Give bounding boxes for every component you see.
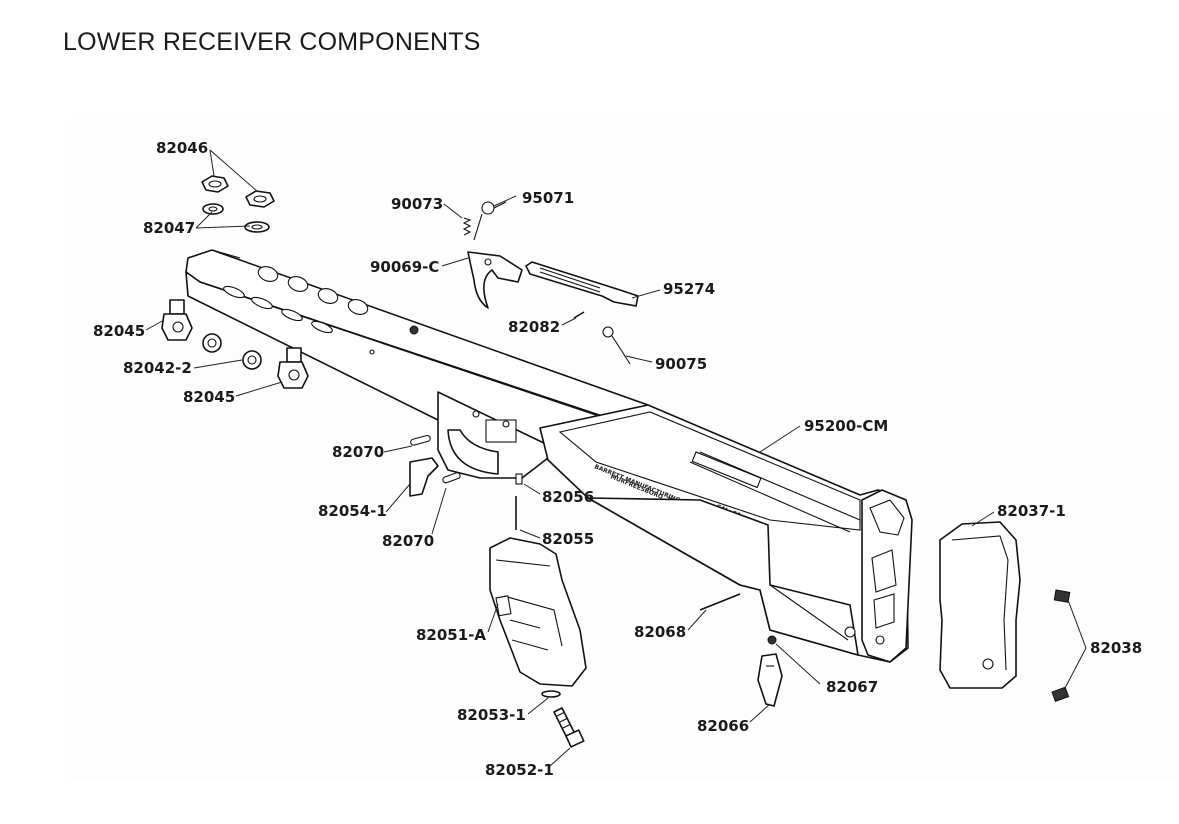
- label-82054-1: 82054-1: [318, 502, 387, 520]
- label-82066: 82066: [697, 717, 749, 735]
- trigger-bar-95274: [525, 261, 639, 307]
- label-82052-1: 82052-1: [485, 761, 554, 779]
- label-82046: 82046: [156, 139, 208, 157]
- spring-82067: [767, 635, 777, 645]
- spring-95071: [473, 201, 507, 241]
- pin-82082: [573, 311, 585, 319]
- label-82045-top: 82045: [93, 322, 145, 340]
- grip-82051-a: [489, 537, 587, 687]
- trigger-90069-c: [467, 251, 523, 309]
- nut-82046: [201, 175, 275, 208]
- label-95274: 95274: [663, 280, 715, 298]
- screw-82038: [1051, 589, 1071, 703]
- receiver-95200-cm: BARRETT MANUFACTURING, INC. MURFREESBORO…: [185, 249, 913, 663]
- label-82051-a: 82051-A: [416, 626, 486, 644]
- pin-82070: [410, 434, 461, 484]
- label-90073: 90073: [391, 195, 443, 213]
- label-82038: 82038: [1090, 639, 1142, 657]
- spring-90075: [602, 326, 631, 365]
- label-82068: 82068: [634, 623, 686, 641]
- leader-lines: [145, 149, 1087, 767]
- pin-82068: [699, 593, 741, 611]
- screw-82052-1: [553, 707, 585, 748]
- label-82047: 82047: [143, 219, 195, 237]
- recoil-pad-82037-1: [939, 521, 1021, 689]
- label-90069-c: 90069-C: [370, 258, 439, 276]
- washer-82053-1: [541, 690, 561, 698]
- latch-82066: [757, 653, 783, 707]
- label-82070-bottom: 82070: [382, 532, 434, 550]
- label-82053-1: 82053-1: [457, 706, 526, 724]
- page-title: LOWER RECEIVER COMPONENTS: [63, 28, 481, 56]
- label-95200-cm: 95200-CM: [804, 417, 888, 435]
- label-82055: 82055: [542, 530, 594, 548]
- label-95071: 95071: [522, 189, 574, 207]
- safety-82054-1: [409, 457, 439, 497]
- spring-90073: [462, 217, 472, 236]
- washer-82047: [202, 203, 270, 233]
- plunger-82056: [515, 473, 523, 485]
- label-82070-top: 82070: [332, 443, 384, 461]
- label-82056: 82056: [542, 488, 594, 506]
- label-82082: 82082: [508, 318, 560, 336]
- label-82045-bottom: 82045: [183, 388, 235, 406]
- swivel-82045: [161, 299, 309, 389]
- label-82037-1: 82037-1: [997, 502, 1066, 520]
- label-82067: 82067: [826, 678, 878, 696]
- bushing-82042-2: [202, 333, 262, 370]
- label-82042-2: 82042-2: [123, 359, 192, 377]
- label-90075: 90075: [655, 355, 707, 373]
